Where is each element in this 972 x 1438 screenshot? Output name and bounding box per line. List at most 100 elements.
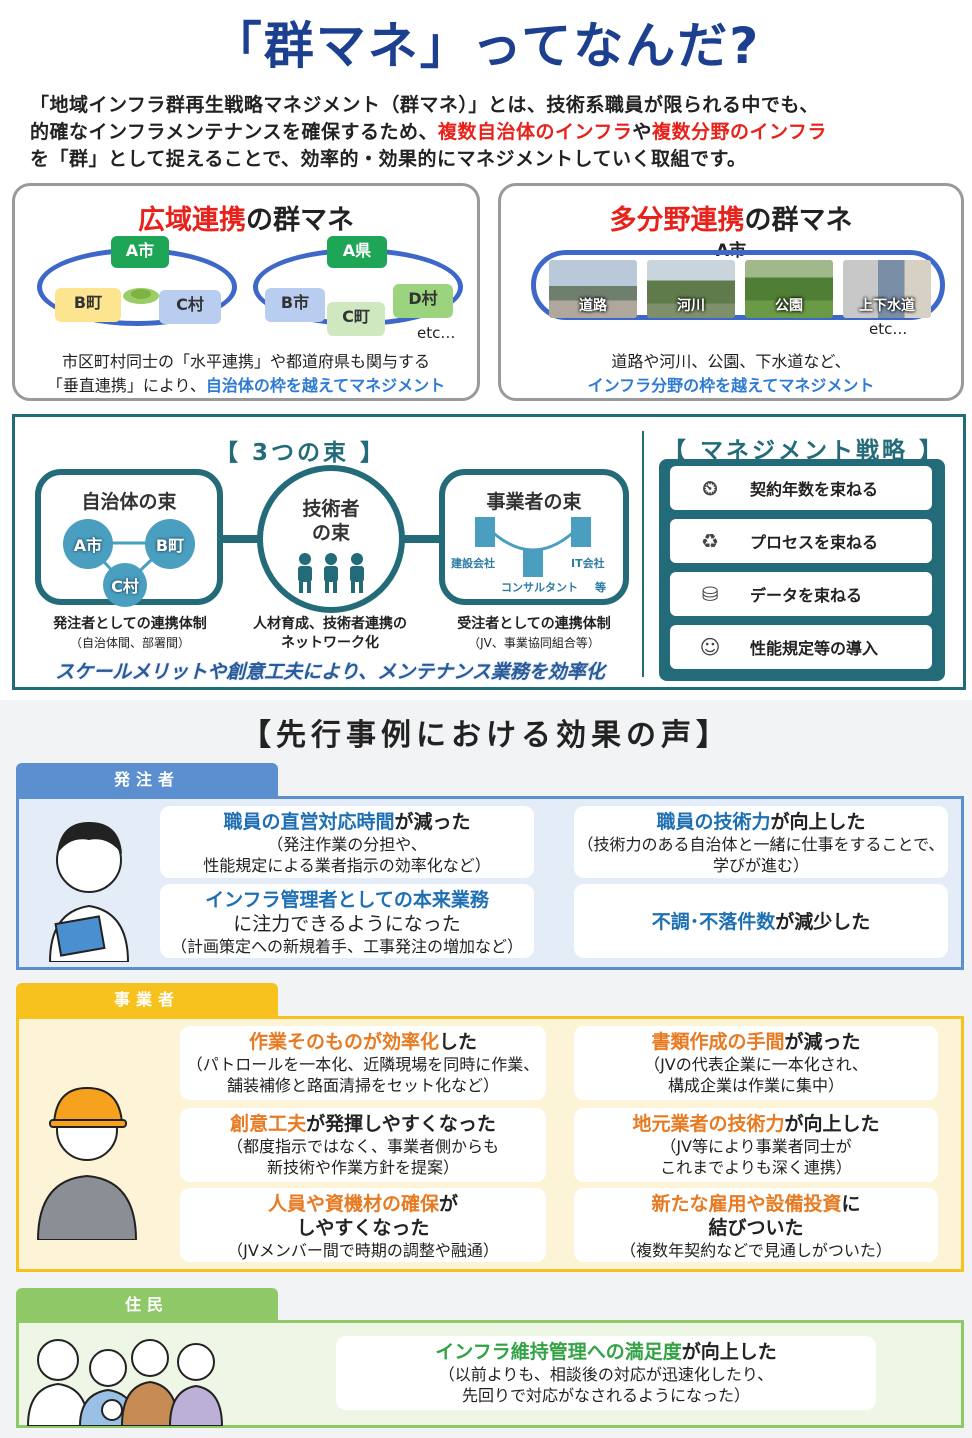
business-bundle-caption: 受注者としての連携体制（JV、事業協同組合等） xyxy=(439,615,629,653)
business-c6-s1: （複数年契約などで見通しがついた） xyxy=(620,1241,892,1260)
business-card-5: 人員や資機材の確保がしやすくなった（JVメンバー間で時期の調整や融通） xyxy=(180,1188,546,1262)
handshake-icon xyxy=(123,288,159,304)
business-c1-s2: 舗装補修と路面清掃をセット化など） xyxy=(226,1076,499,1095)
water-sewer-photo: 上下水道 xyxy=(843,260,931,318)
business-c1-tail: した xyxy=(439,1031,478,1053)
business-tab: 事業者 xyxy=(16,983,278,1017)
family-icon xyxy=(26,1339,224,1426)
residents-c1-hl: インフラ維持管理への満足度 xyxy=(435,1341,682,1363)
park-photo: 公園 xyxy=(745,260,833,318)
construction-company-label: 建設会社 xyxy=(451,557,495,570)
business-caption-1: 受注者としての連携体制 xyxy=(457,616,611,632)
bundles-header: 【 3つの束 】 xyxy=(215,440,387,466)
intro-line-2: 的確なインフラメンテナンスを確保するため、複数自治体のインフラや複数分野のインフ… xyxy=(30,119,950,146)
business-c3-s1: （都度指示ではなく、事業者側からも xyxy=(226,1137,499,1156)
business-c6-hl: 新たな雇用や設備投資 xyxy=(651,1193,842,1215)
multi-caption-1: 道路や河川、公園、下水道など、 xyxy=(611,352,851,371)
client-c2-tail: が向上した xyxy=(770,811,866,833)
local-node-a-city: A市 xyxy=(63,519,113,569)
worker-person-icon xyxy=(36,1086,138,1240)
park-label: 公園 xyxy=(775,298,803,314)
panel-divider xyxy=(642,431,644,677)
client-c3-tail: に注力できるようになった xyxy=(233,913,461,935)
it-company-label: IT会社 xyxy=(571,557,605,570)
river-label: 河川 xyxy=(677,298,705,314)
client-person-icon xyxy=(48,822,130,962)
wide-caption-1: 市区町村同士の「水平連携」や都道府県も関与する xyxy=(61,352,430,371)
residents-c1-s2: 先回りで対応がなされるようになった） xyxy=(461,1386,750,1405)
idea-person-icon: ☺ xyxy=(699,635,721,659)
local-node-c-village: C村 xyxy=(103,563,147,607)
business-card-4: 地元業者の技術力が向上した（JV等により事業者同士がこれまでよりも深く連携） xyxy=(574,1108,938,1182)
multi-caption-2: インフラ分野の枠を越えてマネジメント xyxy=(587,376,875,395)
wide-caption-2a: 「垂直連携」により、 xyxy=(46,376,206,395)
engineer-bundle-title: 技術者の束 xyxy=(263,497,399,545)
business-c1-s1: （パトロールを一本化、近隣現場を同時に作業、 xyxy=(186,1055,540,1074)
engineer-bundle-caption: 人材育成、技術者連携のネットワーク化 xyxy=(235,615,425,653)
business-c4-hl: 地元業者の技術力 xyxy=(632,1113,785,1135)
strategy-label-3: データを束ねる xyxy=(750,586,863,605)
node-a-prefecture: A県 xyxy=(327,236,387,268)
business-c1-hl: 作業そのものが効率化 xyxy=(248,1031,439,1053)
engineer-caption-1: 人材育成、技術者連携の xyxy=(253,616,407,632)
local-government-bundle: 自治体の束 A市 B町 C村 xyxy=(35,469,223,607)
client-c1-hl: 職員の直営対応時間 xyxy=(223,811,395,833)
intro-highlight-1: 複数自治体のインフラ xyxy=(437,121,633,143)
road-label: 道路 xyxy=(579,298,607,314)
node-a-city: A市 xyxy=(111,236,169,268)
business-card-1: 作業そのものが効率化した （パトロールを一本化、近隣現場を同時に作業、舗装補修と路… xyxy=(180,1026,546,1100)
local-node-b-town: B町 xyxy=(145,519,195,569)
node-c-town: C町 xyxy=(327,302,385,336)
business-c2-tail: が減った xyxy=(784,1031,861,1053)
business-c2-hl: 書類作成の手間 xyxy=(651,1031,785,1053)
business-card-6: 新たな雇用や設備投資に結びついた （複数年契約などで見通しがついた） xyxy=(574,1188,938,1262)
local-bundle-caption: 発注者としての連携体制 （自治体間、部署間） xyxy=(35,615,225,653)
intro-line-1: 「地域インフラ群再生戦略マネジメント（群マネ）」とは、技術系職員が限られる中でも… xyxy=(30,94,819,116)
business-c3-s2: 新技術や作業方針を提案） xyxy=(266,1158,459,1177)
business-c4-s2: これまでよりも深く連携） xyxy=(660,1158,852,1177)
business-c6-tail2: 結びついた xyxy=(708,1217,804,1239)
engineer-title-1: 技術者 xyxy=(302,498,360,520)
engineers-icon xyxy=(298,553,364,593)
client-card-2: 職員の技術力が向上した（技術力のある自治体と一緒に仕事をすることで、学びが進む） xyxy=(574,806,948,878)
business-c5-tail: が xyxy=(439,1193,459,1215)
clock-icon: ⏲ xyxy=(702,476,718,500)
multi-field-title-rest: の群マネ xyxy=(744,205,853,236)
engineer-bundle: 技術者の束 xyxy=(257,465,405,613)
strategy-label-4: 性能規定等の導入 xyxy=(750,639,879,658)
local-caption-2: （自治体間、部署間） xyxy=(69,636,190,650)
intro-line-3: を「群」として捉えることで、効率的・効果的にマネジメントしていく取組です。 xyxy=(30,148,747,170)
business-c6-tail: に xyxy=(841,1193,861,1215)
strategy-label-1: 契約年数を束ねる xyxy=(750,480,879,499)
water-sewer-label: 上下水道 xyxy=(859,298,915,314)
strategy-item-performance: ☺ 性能規定等の導入 xyxy=(670,625,932,669)
business-card-3: 創意工夫が発揮しやすくなった（都度指示ではなく、事業者側からも新技術や作業方針を… xyxy=(180,1108,546,1182)
consultant-label: コンサルタント xyxy=(501,581,578,594)
business-c4-tail: が向上した xyxy=(784,1113,880,1135)
wide-caption: 市区町村同士の「水平連携」や都道府県も関与する 「垂直連携」により、自治体の枠を… xyxy=(15,350,477,398)
multi-etc: etc… xyxy=(869,320,908,338)
client-tab: 発注者 xyxy=(16,763,278,797)
client-c3-s1: （計画策定への新規着手、工事発注の増加など） xyxy=(170,937,523,956)
multi-field-title-red: 多分野連携 xyxy=(609,205,745,236)
business-network-icon xyxy=(475,517,591,577)
strategy-item-contract-years: ⏲ 契約年数を束ねる xyxy=(670,466,932,510)
business-card-2: 書類作成の手間が減った（JVの代表企業に一本化され、構成企業は作業に集中） xyxy=(574,1026,938,1100)
client-card-4: 不調･不落件数が減少した xyxy=(574,884,948,958)
node-b-town: B町 xyxy=(55,288,121,322)
bundles-footer: スケールメリットや創意工夫により、メンテナンス業務を効率化 xyxy=(55,661,605,683)
local-caption-1: 発注者としての連携体制 xyxy=(53,616,207,632)
business-c3-hl: 創意工夫 xyxy=(230,1113,307,1135)
road-photo: 道路 xyxy=(549,260,637,318)
business-c2-s2: 構成企業は作業に集中） xyxy=(667,1076,844,1095)
multi-field-panel: 多分野連携の群マネ A市 道路 河川 公園 上下水道 etc… 道路や河川、公園… xyxy=(498,183,964,401)
node-d-village: D村 xyxy=(393,284,453,318)
bundle-connector-right xyxy=(381,535,451,543)
voices-header: 【先行事例における効果の声】 xyxy=(241,718,731,753)
river-photo: 河川 xyxy=(647,260,735,318)
client-c2-hl: 職員の技術力 xyxy=(656,811,771,833)
wide-caption-2: 「垂直連携」により、自治体の枠を越えてマネジメント xyxy=(15,374,477,398)
client-c1-s2: 性能規定による業者指示の効率化など） xyxy=(203,856,491,875)
client-c4-tail: が減少した xyxy=(775,911,871,933)
database-icon: ⛁ xyxy=(701,582,719,606)
